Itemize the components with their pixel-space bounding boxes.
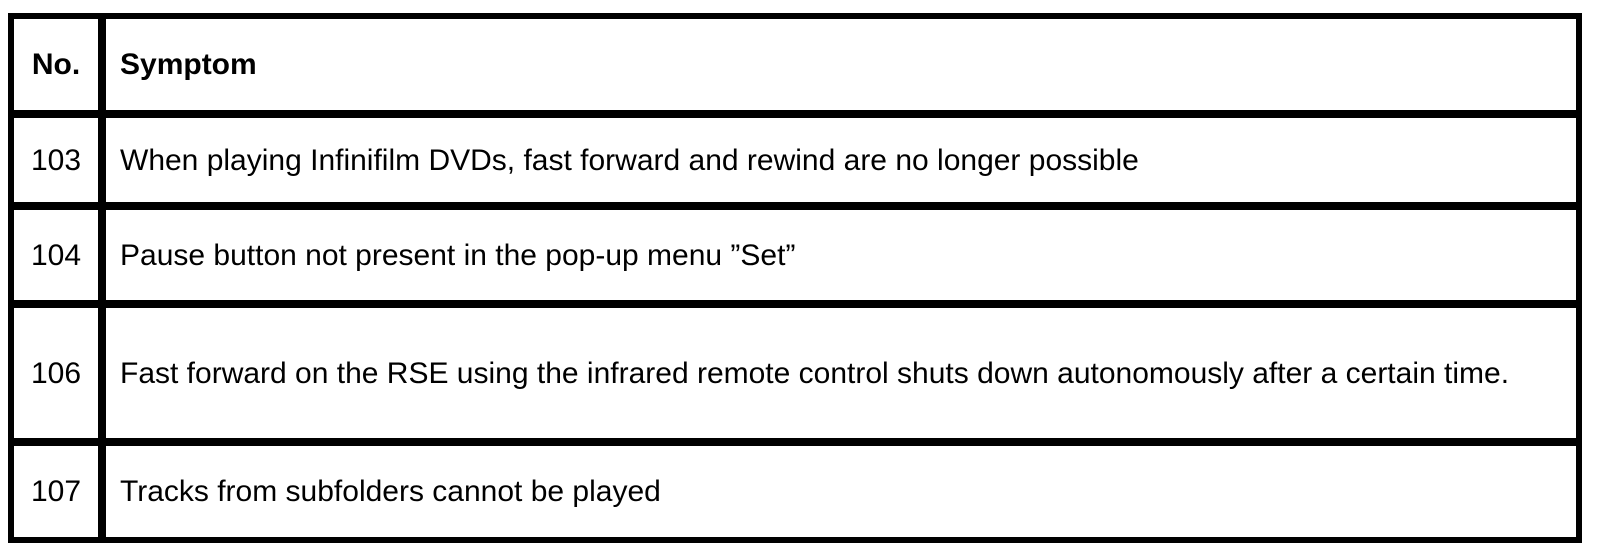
symptom-table: No. Symptom 103 When playing Infinifilm … <box>8 13 1582 543</box>
cell-no: 104 <box>14 210 98 300</box>
cell-no: 107 <box>14 446 98 537</box>
cell-symptom: When playing Infinifilm DVDs, fast forwa… <box>106 118 1576 202</box>
cell-symptom: Fast forward on the RSE using the infrar… <box>106 308 1576 438</box>
cell-symptom: Pause button not present in the pop-up m… <box>106 210 1576 300</box>
cell-no: 106 <box>14 308 98 438</box>
cell-symptom: Tracks from subfolders cannot be played <box>106 446 1576 537</box>
cell-no: 103 <box>14 118 98 202</box>
column-header-symptom: Symptom <box>106 19 1576 110</box>
column-header-no: No. <box>14 19 98 110</box>
